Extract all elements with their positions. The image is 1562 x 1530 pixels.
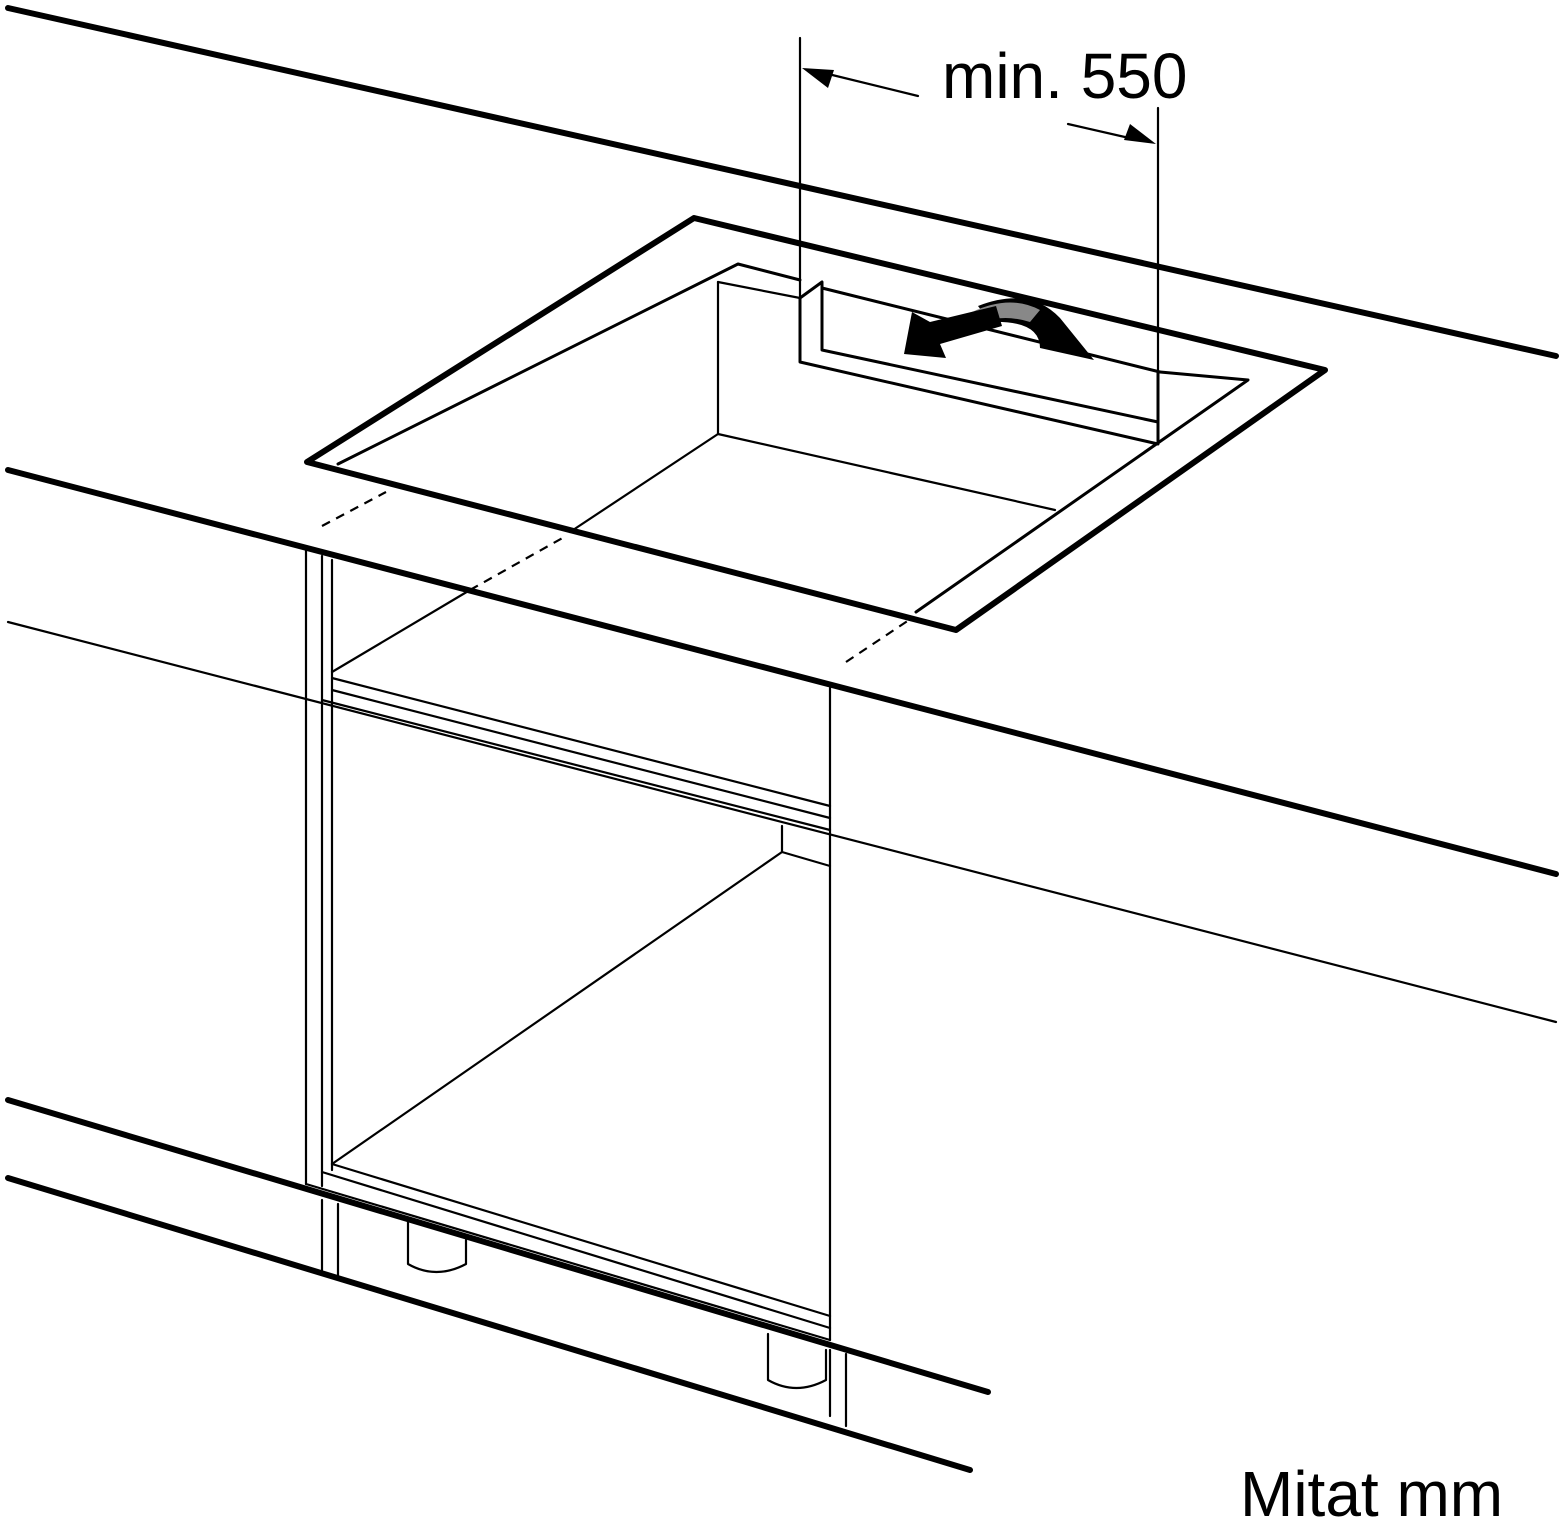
cabinet-rail-top-a — [330, 588, 472, 674]
hidden-line-left — [321, 491, 387, 527]
cabinet-foot-right-icon — [766, 1332, 828, 1390]
hidden-line-right — [845, 617, 913, 663]
cabinet-floor-b — [320, 1170, 832, 1330]
cabinet-back-diagonal — [330, 850, 784, 1166]
cutout-inner-rim-back — [336, 262, 802, 466]
dimension-line-left — [818, 70, 920, 98]
cabinet-rail-top-b — [330, 676, 832, 808]
dimension-label: min. 550 — [942, 40, 1187, 112]
cabinet-rail-top-d — [320, 698, 832, 832]
dimension-arrowhead-right — [1124, 124, 1156, 144]
worktop-back-edge — [5, 5, 1559, 359]
units-label: Mitat mm — [1240, 1458, 1503, 1530]
recess-notch-lower — [798, 296, 1160, 446]
cutout-box-top-back — [716, 280, 802, 300]
plinth-bottom-edge — [5, 1175, 973, 1473]
worktop-front-bottom-edge — [6, 620, 1558, 1024]
cutout-inner-rim — [914, 370, 1250, 614]
recess-notch — [798, 280, 1160, 424]
cabinet-floor-a — [330, 1162, 832, 1318]
cabinet-floor-c — [304, 1182, 832, 1342]
plinth-top-edge — [5, 1097, 991, 1395]
cutout-box-floor-diagonal — [568, 432, 720, 534]
cabinet-rail-top-c — [330, 688, 832, 820]
airflow-arrow-out-icon — [904, 306, 1002, 358]
worktop-front-top-edge — [5, 467, 1559, 877]
cutout-outer-frame — [304, 215, 1328, 633]
cutout-inner-rim-back-right — [820, 286, 1162, 374]
cabinet-foot-left-icon — [406, 1220, 468, 1274]
dimension-arrowhead-left — [802, 68, 834, 88]
hidden-line-center — [469, 535, 567, 591]
